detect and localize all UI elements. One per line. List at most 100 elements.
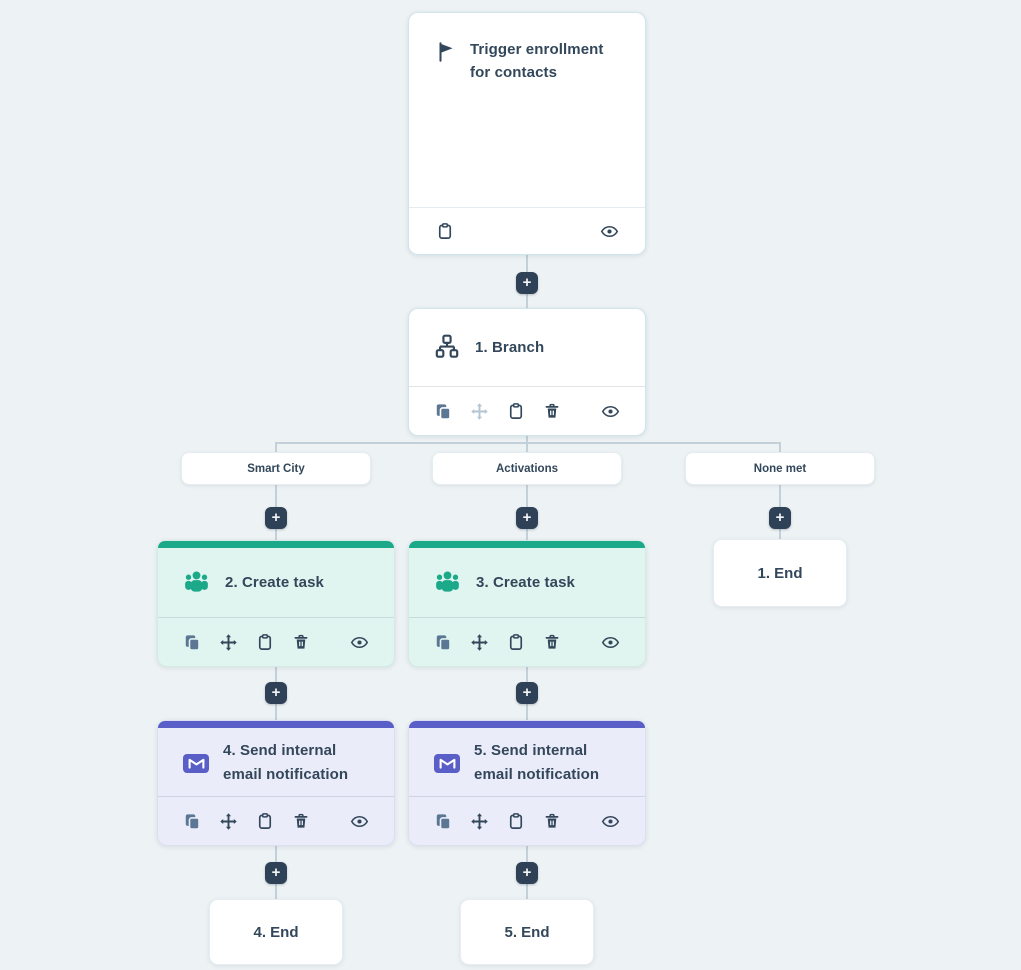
branch-card[interactable]: 1. Branch [408, 308, 646, 436]
delete-button[interactable] [542, 402, 561, 421]
end-title: 4. End [253, 923, 299, 941]
clipboard-icon [509, 403, 522, 419]
clipboard-button[interactable] [435, 222, 454, 241]
card-accent-bar [409, 721, 645, 728]
eye-icon [600, 225, 619, 237]
clipboard-icon [438, 223, 451, 239]
card-accent-bar [158, 721, 394, 728]
trash-icon [294, 813, 307, 828]
end-card-5[interactable]: 5. End [460, 899, 594, 965]
step-title: 2. Create task [225, 574, 324, 592]
step-title: 5. Send internal email notification [474, 742, 600, 783]
trigger-card[interactable]: Trigger enrollment for contacts [408, 12, 646, 255]
duplicate-button[interactable] [183, 812, 202, 831]
delete-button[interactable] [542, 812, 561, 831]
end-title: 1. End [757, 564, 803, 582]
preview-button[interactable] [350, 633, 369, 652]
insert-step-button[interactable]: + [265, 862, 287, 884]
end-card-4[interactable]: 4. End [209, 899, 343, 965]
step-title: 3. Create task [476, 574, 575, 592]
trigger-title: Trigger enrollment for contacts [470, 41, 604, 81]
end-card-1[interactable]: 1. End [713, 539, 847, 607]
duplicate-icon [185, 813, 200, 830]
eye-icon [601, 405, 620, 417]
branch-title: 1. Branch [475, 339, 545, 357]
insert-step-button[interactable]: + [769, 507, 791, 529]
insert-step-button[interactable]: + [265, 507, 287, 529]
create-task-card-2[interactable]: 2. Create task [157, 540, 395, 667]
branch-label-activations[interactable]: Activations [432, 452, 622, 485]
move-icon [471, 812, 488, 830]
preview-button[interactable] [601, 633, 620, 652]
connector-line [526, 436, 528, 452]
clipboard-button[interactable] [506, 633, 525, 652]
sitemap-icon [434, 333, 460, 364]
card-accent-bar [158, 541, 394, 548]
insert-step-button[interactable]: + [516, 272, 538, 294]
create-task-card-3[interactable]: 3. Create task [408, 540, 646, 667]
clipboard-button[interactable] [255, 633, 274, 652]
move-button[interactable] [470, 402, 489, 421]
clipboard-button[interactable] [506, 402, 525, 421]
connector-line [779, 443, 781, 452]
eye-icon [601, 815, 620, 827]
card-accent-bar [409, 541, 645, 548]
envelope-icon [183, 753, 209, 773]
clipboard-button[interactable] [255, 812, 274, 831]
duplicate-icon [436, 813, 451, 830]
clipboard-icon [509, 813, 522, 829]
email-notification-card-4[interactable]: 4. Send internal email notification [157, 720, 395, 846]
preview-button[interactable] [601, 812, 620, 831]
step-title: 4. Send internal email notification [223, 742, 349, 783]
insert-step-button[interactable]: + [265, 682, 287, 704]
trash-icon [545, 403, 558, 418]
clipboard-icon [258, 813, 271, 829]
branch-label-text: Activations [496, 462, 558, 475]
move-button[interactable] [219, 633, 238, 652]
trash-icon [545, 634, 558, 649]
branch-label-smart-city[interactable]: Smart City [181, 452, 371, 485]
duplicate-icon [436, 403, 451, 420]
connector-line [275, 442, 781, 444]
trash-icon [294, 634, 307, 649]
duplicate-icon [436, 634, 451, 651]
move-icon [220, 633, 237, 651]
insert-step-button[interactable]: + [516, 682, 538, 704]
clipboard-icon [509, 634, 522, 650]
eye-icon [350, 636, 369, 648]
delete-button[interactable] [542, 633, 561, 652]
move-icon [220, 812, 237, 830]
insert-step-button[interactable]: + [516, 862, 538, 884]
insert-step-button[interactable]: + [516, 507, 538, 529]
connector-line [275, 443, 277, 452]
delete-button[interactable] [291, 633, 310, 652]
end-title: 5. End [504, 923, 550, 941]
move-button[interactable] [470, 812, 489, 831]
move-button[interactable] [470, 633, 489, 652]
branch-label-text: None met [753, 462, 807, 475]
move-icon [471, 633, 488, 651]
duplicate-button[interactable] [183, 633, 202, 652]
flag-icon [435, 41, 457, 68]
move-icon [471, 402, 488, 420]
duplicate-button[interactable] [434, 402, 453, 421]
eye-icon [350, 815, 369, 827]
people-icon [434, 568, 461, 600]
duplicate-button[interactable] [434, 812, 453, 831]
preview-button[interactable] [600, 222, 619, 241]
clipboard-button[interactable] [506, 812, 525, 831]
move-button[interactable] [219, 812, 238, 831]
preview-button[interactable] [350, 812, 369, 831]
envelope-icon [434, 753, 460, 773]
duplicate-icon [185, 634, 200, 651]
duplicate-button[interactable] [434, 633, 453, 652]
branch-label-text: Smart City [247, 462, 305, 475]
preview-button[interactable] [601, 402, 620, 421]
eye-icon [601, 636, 620, 648]
delete-button[interactable] [291, 812, 310, 831]
clipboard-icon [258, 634, 271, 650]
branch-label-none-met[interactable]: None met [685, 452, 875, 485]
people-icon [183, 568, 210, 600]
email-notification-card-5[interactable]: 5. Send internal email notification [408, 720, 646, 846]
